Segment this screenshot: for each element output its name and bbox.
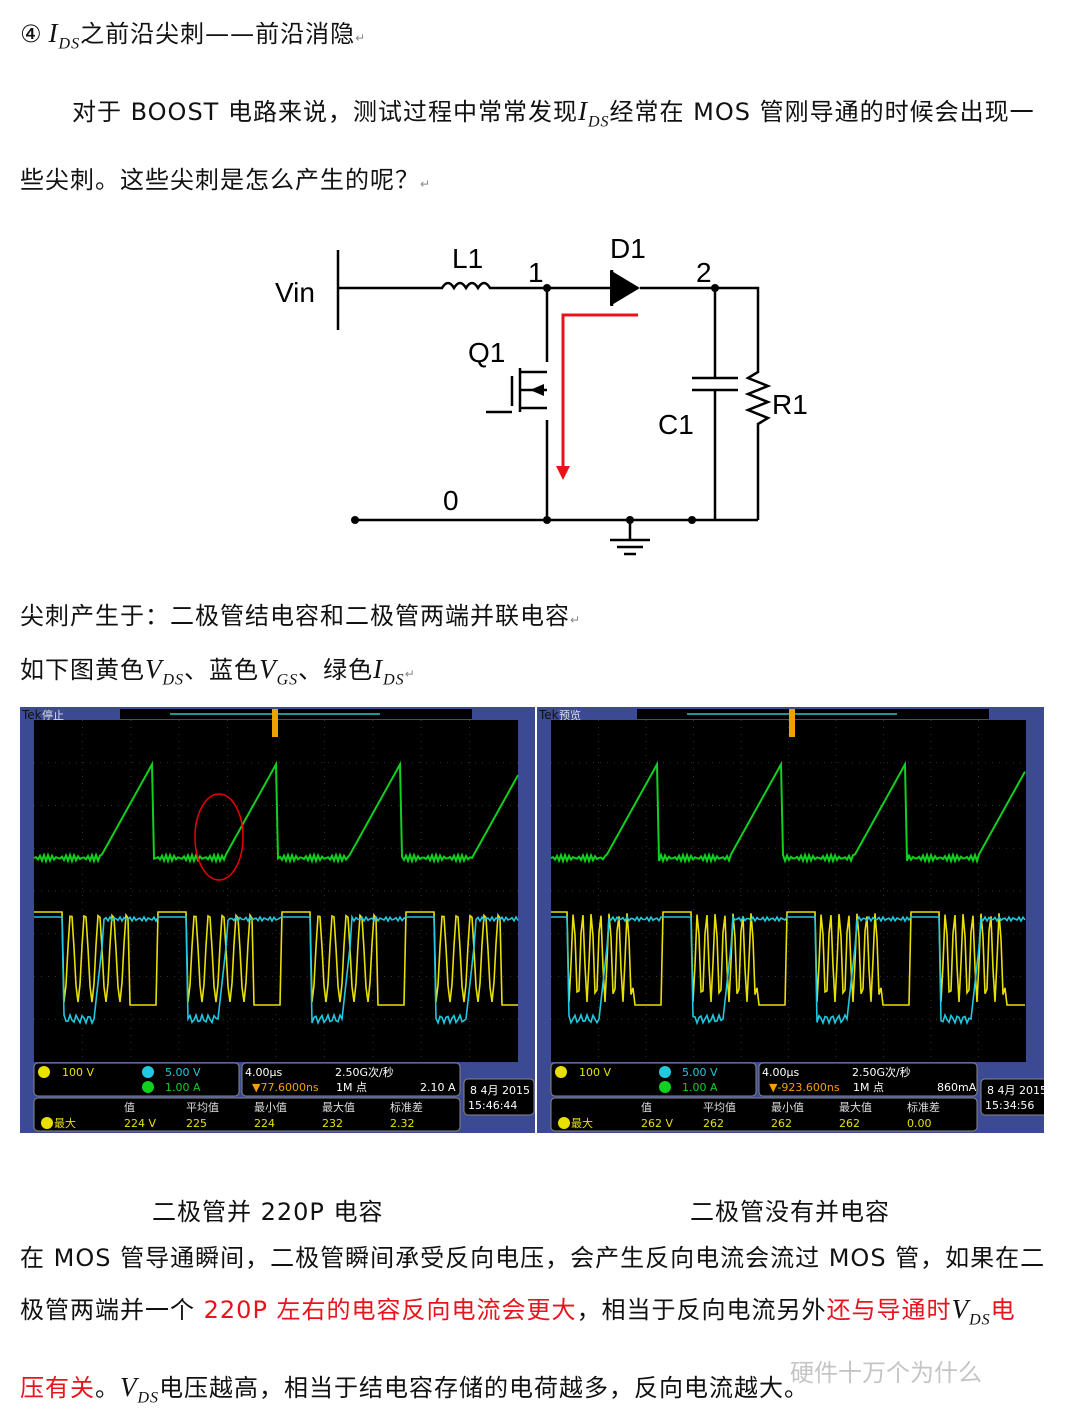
channel-badge [142, 1066, 154, 1078]
scope-date: 8 4月 2015 [987, 1084, 1044, 1097]
channel-badge [41, 1117, 53, 1129]
boost-circuit-diagram: Vin L1 1 D1 2 Q1 C1 R1 0 [275, 233, 808, 556]
measurement-header: 平均值 [703, 1101, 736, 1114]
brand-label: Tek [538, 708, 559, 722]
sample-rate: 2.50G次/秒 [335, 1065, 394, 1079]
measurement-panel [33, 1097, 461, 1132]
measurement-value: 262 [771, 1117, 792, 1130]
label-r1: R1 [772, 389, 808, 420]
measurement-header: 最小值 [254, 1101, 287, 1114]
sample-rate: 2.50G次/秒 [852, 1065, 911, 1079]
para1-line2: 些尖刺。这些尖刺是怎么产生的呢？↵ [20, 166, 432, 194]
ch2-scale: 5.00 V [165, 1066, 201, 1079]
timebase-panel [241, 1062, 461, 1097]
channel-badge [142, 1081, 154, 1093]
vgs-trace-cyan [34, 914, 519, 1026]
channel-badge [555, 1066, 567, 1078]
measurement-header: 最大值 [322, 1100, 355, 1114]
para2-line3: 压有关。VDS电压越高，相当于结电容存储的电荷越多，反向电流越大。 [20, 1372, 810, 1407]
trigger-position: ▼-923.600ns [769, 1081, 840, 1094]
label-d1: D1 [610, 233, 646, 264]
measurement-value: 225 [186, 1117, 207, 1130]
ids-trace-green [550, 760, 1026, 865]
measurement-header: 标准差 [907, 1100, 940, 1114]
scope-time: 15:46:44 [468, 1099, 517, 1112]
channel-panel [33, 1062, 240, 1097]
datetime-panel [463, 1078, 535, 1116]
label-c1: C1 [658, 409, 694, 440]
label-node2: 2 [696, 257, 712, 288]
measurement-value: 224 [254, 1117, 275, 1130]
cause-text: 尖刺产生于：二极管结电容和二极管两端并联电容↵ [20, 602, 582, 630]
measurement-value: 0.00 [907, 1117, 932, 1130]
measurement-value: 262 [839, 1117, 860, 1130]
label-q1: Q1 [468, 337, 505, 368]
timebase: 4.00µs [245, 1066, 282, 1079]
trigger-marker [272, 709, 278, 737]
measurement-header: 平均值 [186, 1101, 219, 1114]
measurement-header: 最小值 [771, 1101, 804, 1114]
record-length: 1M 点 [336, 1081, 367, 1094]
label-vin: Vin [275, 277, 315, 308]
measurement-value: 262 [703, 1117, 724, 1130]
measurement-panel [550, 1097, 978, 1132]
para2-line2: 极管两端并一个 220P 左右的电容反向电流会更大，相当于反向电流另外还与导通时… [20, 1294, 1016, 1329]
scope-screen [551, 720, 1026, 1062]
measurement-value: 232 [322, 1117, 343, 1130]
timebase-panel [758, 1062, 978, 1097]
record-length: 1M 点 [853, 1081, 884, 1094]
timebase: 4.00µs [762, 1066, 799, 1079]
channel-badge [558, 1117, 570, 1129]
trigger-marker [789, 709, 795, 737]
vds-trace-yellow [34, 911, 518, 1006]
ch4-scale: 1.00 A [682, 1081, 718, 1094]
measurement-label: 最大 [571, 1116, 593, 1130]
channel-badge [659, 1081, 671, 1093]
measurement-header: 标准差 [390, 1100, 423, 1114]
measurement-header: 值 [124, 1101, 135, 1114]
acq-state: 预览 [559, 708, 581, 722]
measurement-value: 224 V [124, 1117, 156, 1130]
ch2-scale: 5.00 V [682, 1066, 718, 1079]
caption-2: 二极管没有并电容 [690, 1198, 890, 1226]
measurement-label: 最大 [54, 1116, 76, 1130]
label-node0: 0 [443, 485, 459, 516]
scope-time: 15:34:56 [985, 1099, 1034, 1112]
ch1-scale: 100 V [62, 1066, 94, 1079]
trigger-position: ▼77.6000ns [252, 1081, 319, 1094]
measurement-header: 最大值 [839, 1100, 872, 1114]
para1-line1: 对于 BOOST 电路来说，测试过程中常常发现IDS经常在 MOS 管刚导通的时… [72, 96, 1035, 131]
vds-trace-yellow [551, 911, 1025, 1006]
measurement-value: 262 V [641, 1117, 673, 1130]
measurement-value: 2.32 [390, 1117, 415, 1130]
trace-legend-text: 如下图黄色VDS、蓝色VGS、绿色IDS↵ [20, 654, 416, 689]
datetime-panel [980, 1078, 1044, 1116]
channel-panel [550, 1062, 757, 1097]
label-l1: L1 [452, 243, 483, 274]
caption-1: 二极管并 220P 电容 [152, 1198, 384, 1226]
vgs-trace-cyan [551, 915, 1026, 1026]
para2-line1: 在 MOS 管导通瞬间，二极管瞬间承受反向电压，会产生反向电流会流过 MOS 管… [20, 1244, 1046, 1272]
channel-badge [38, 1066, 50, 1078]
ch1-scale: 100 V [579, 1066, 611, 1079]
watermark: 硬件十万个为什么 [790, 1359, 982, 1387]
trigger-level: 2.10 A [420, 1081, 456, 1094]
channel-badge [659, 1066, 671, 1078]
label-node1: 1 [528, 257, 544, 288]
trigger-level: 860mA [937, 1081, 977, 1094]
ch4-scale: 1.00 A [165, 1081, 201, 1094]
scope-date: 8 4月 2015 [470, 1084, 530, 1097]
acq-state: 停止 [42, 708, 64, 722]
brand-label: Tek [21, 708, 42, 722]
measurement-header: 值 [641, 1101, 652, 1114]
spike-highlight-circle [194, 793, 244, 881]
ids-trace-green [33, 760, 519, 865]
